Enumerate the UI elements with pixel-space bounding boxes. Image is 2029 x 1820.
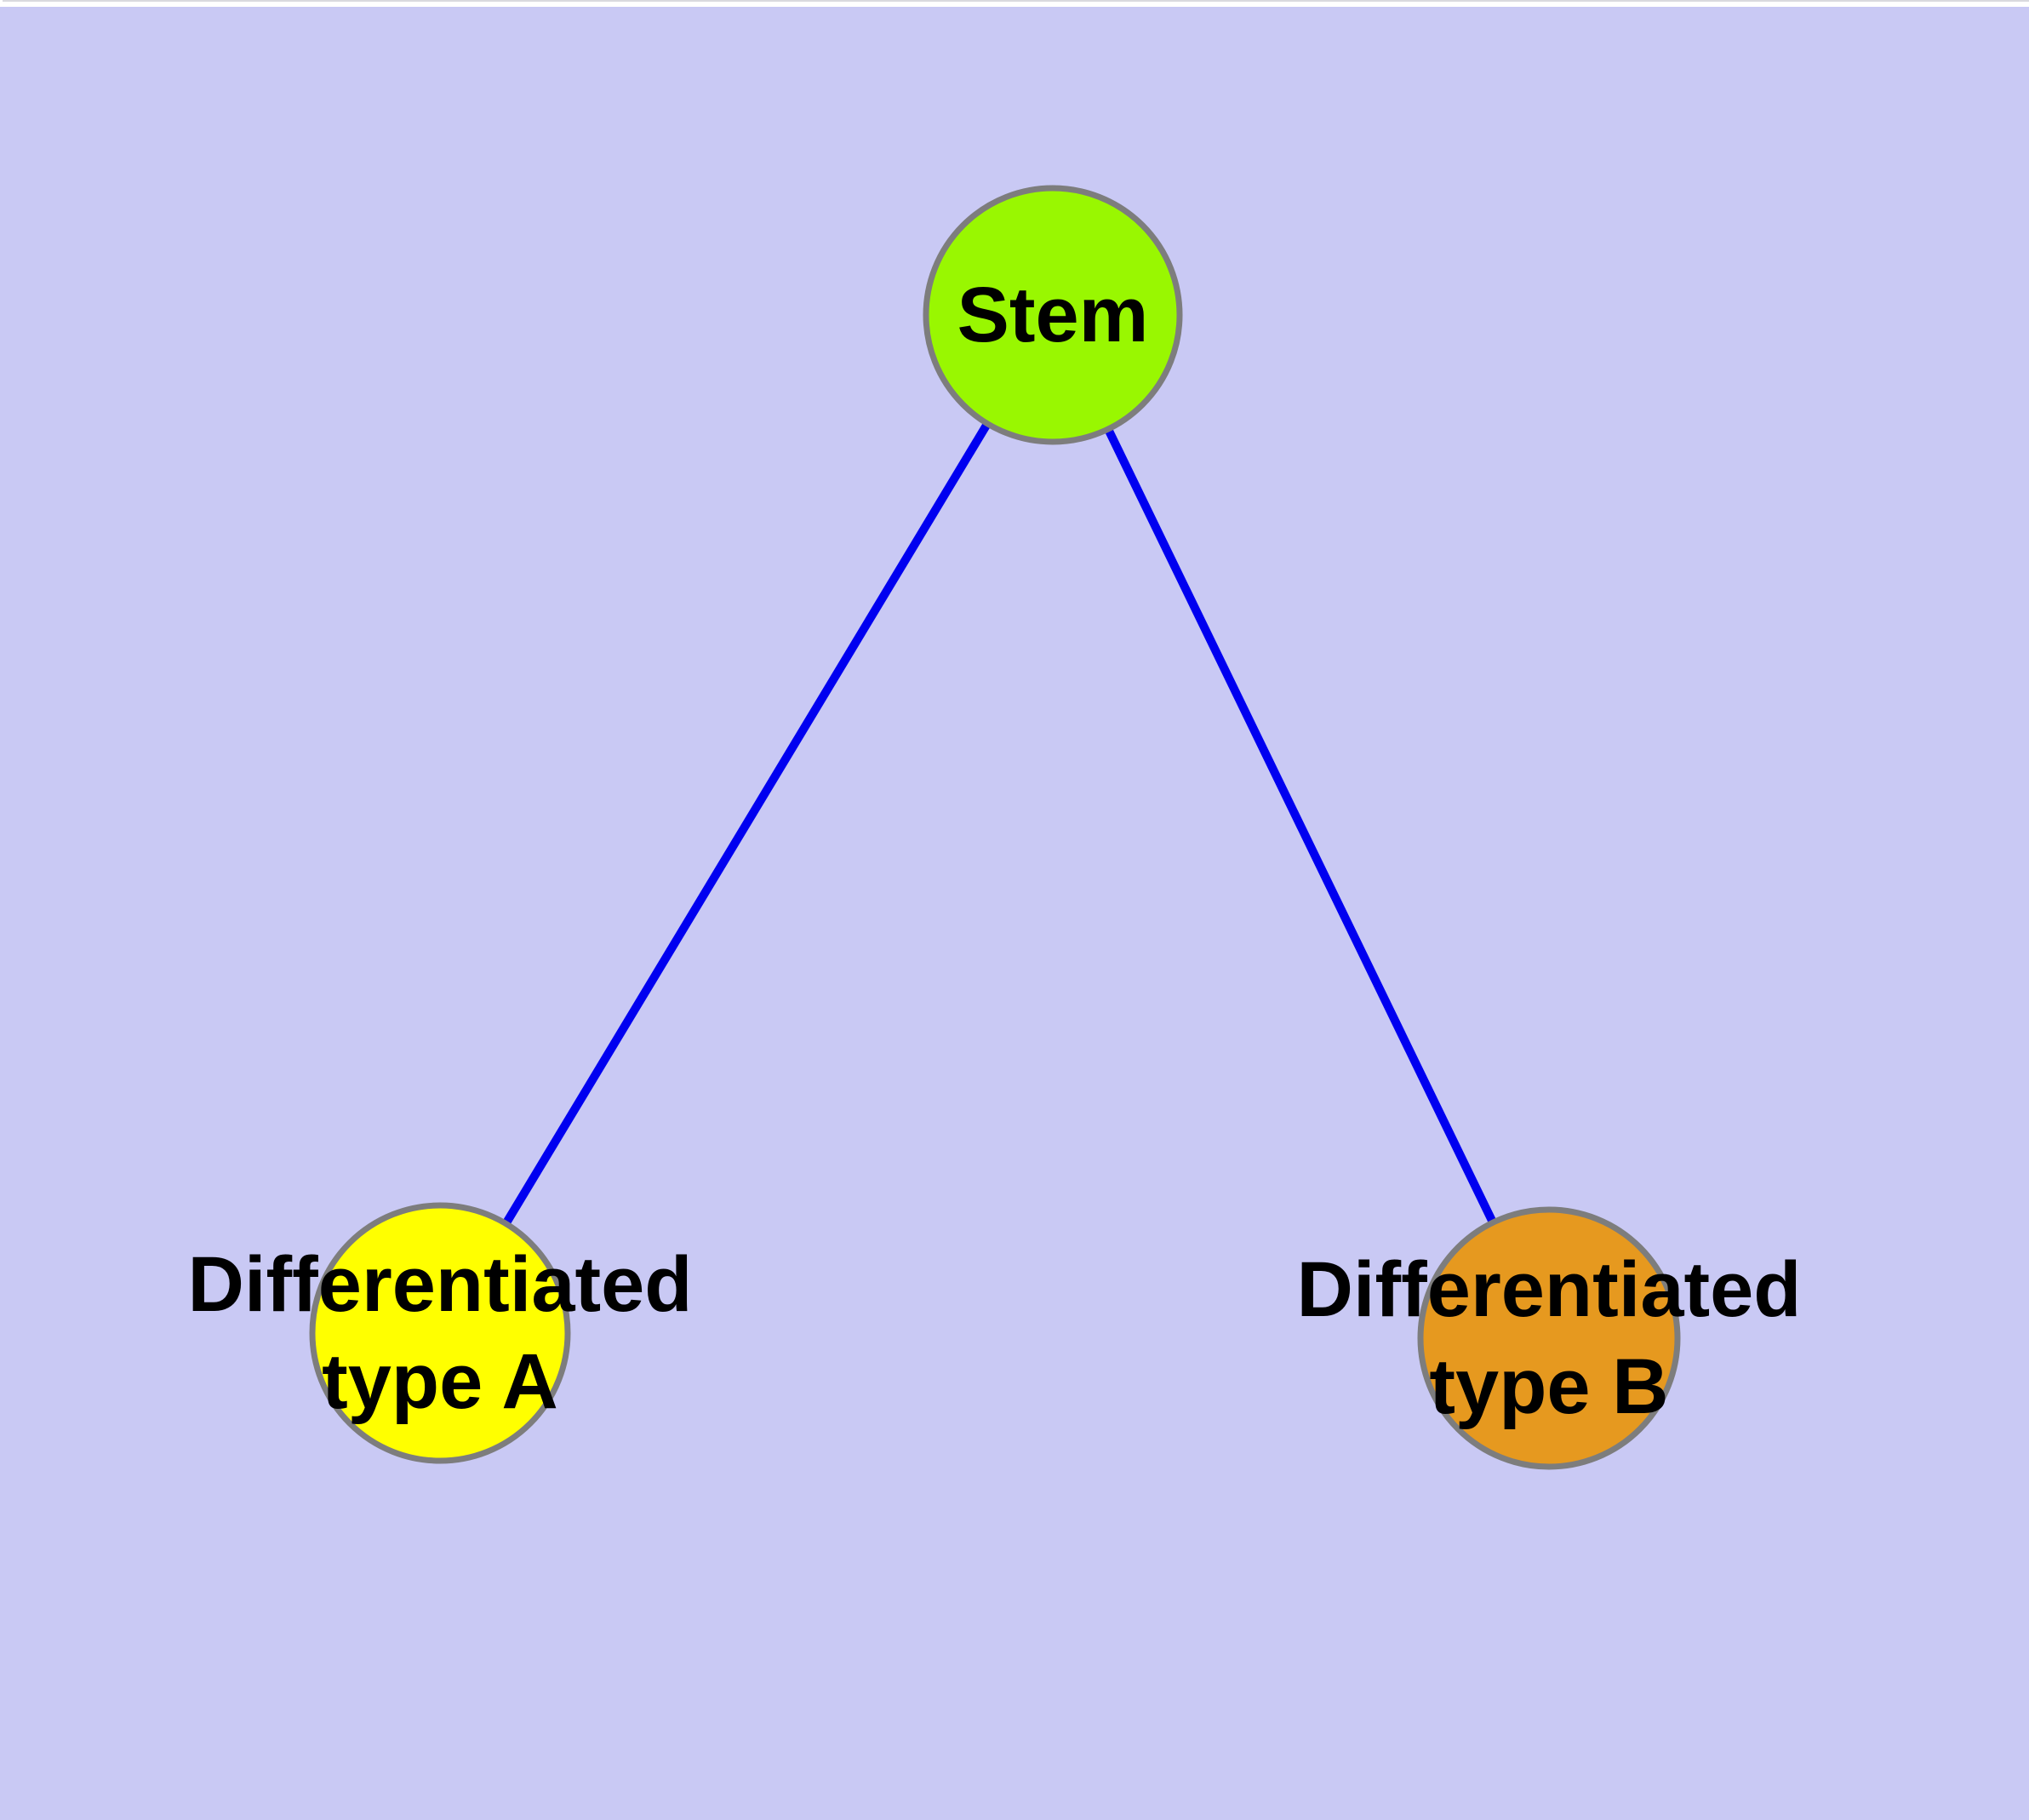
node-type-b-label[interactable]: Differentiated type B (1297, 1241, 1802, 1435)
node-stem-label[interactable]: Stem (957, 266, 1149, 363)
node-type-a-label-line2: type A (322, 1338, 558, 1425)
node-type-a-label[interactable]: Differentiated type A (188, 1236, 693, 1430)
node-stem-label-line1: Stem (957, 272, 1149, 358)
node-type-b-label-line1: Differentiated (1296, 1246, 1802, 1333)
node-type-b-circle[interactable] (1417, 1206, 1681, 1470)
node-type-a-circle[interactable] (309, 1202, 571, 1464)
window-top-border (0, 0, 2029, 7)
node-stem-circle[interactable] (923, 185, 1183, 445)
node-type-a-label-line1: Differentiated (187, 1241, 693, 1328)
window-left-border (0, 0, 3, 7)
edge-stem-to-type-a[interactable] (436, 312, 1057, 1336)
node-type-b-label-line2: type B (1429, 1343, 1669, 1430)
edge-stem-to-type-b[interactable] (1049, 312, 1553, 1341)
